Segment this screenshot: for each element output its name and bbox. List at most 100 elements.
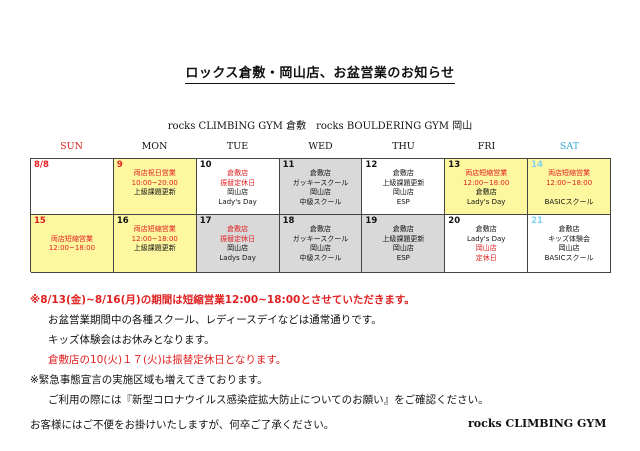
- notice-line-shortened-hours: ※8/13(金)~8/16(月)の期間は短縮営業12:00~18:00とさせてい…: [30, 294, 415, 306]
- calendar-event-line: 10:00~20:00: [131, 178, 178, 187]
- notice-line-schools: お盆営業期間中の各種スクール、レディースデイなどは通常通りです。: [48, 314, 382, 326]
- calendar-date-number: 19: [365, 216, 378, 226]
- calendar-event-line: 両店短縮営業: [133, 225, 176, 233]
- calendar-event-line: Ladys Day: [219, 253, 256, 262]
- calendar-date-number: 17: [199, 216, 212, 226]
- calendar-event-line: 倉敷店: [392, 169, 414, 177]
- calendar-event-line: 上級課題更新: [133, 244, 176, 252]
- weekday-sat: SAT: [559, 141, 580, 152]
- calendar-event-line: 中級スクール: [299, 197, 342, 206]
- notice-title: ロックス倉敷・岡山店、お盆営業のお知らせ: [0, 62, 640, 84]
- weekday-thu: THU: [392, 141, 415, 152]
- calendar-date-number: 21: [531, 216, 543, 226]
- calendar-event-line: 倉敷店: [392, 225, 414, 233]
- notice-line-kids: キッズ体験会はお休みとなります。: [48, 334, 215, 346]
- calendar-event-line: ガッキースクール: [292, 234, 349, 243]
- calendar-date-number: 13: [448, 160, 461, 170]
- calendar-event-line: 岡山店: [309, 244, 331, 252]
- calendar-event-line: 倉敷店: [475, 188, 497, 196]
- notice-line-covid: ご利用の際には『新型コロナウイルス感染症拡大防止についてのお願い』をご確認くださ…: [48, 394, 489, 406]
- calendar-event-line: 上級課題更新: [382, 234, 425, 243]
- calendar-event-line: BASICスクール: [544, 253, 594, 262]
- calendar-date-number: 15: [34, 216, 46, 226]
- calendar-event-line: 12:00~18:00: [48, 244, 96, 252]
- footer-apology: お客様にはご不便をお掛けいたしますが、何卒ご了承ください。: [30, 419, 335, 431]
- calendar-event-line: 倉敷店: [227, 225, 249, 233]
- calendar-event-line: 中級スクール: [299, 253, 342, 262]
- calendar-event-line: 倉敷店: [475, 225, 497, 233]
- calendar-event-line: 岡山店: [392, 188, 414, 196]
- calendar-day-events: 倉敷店ガッキースクール岡山店中級スクール: [280, 169, 362, 207]
- calendar-day-events: 倉敷店ガッキースクール岡山店中級スクール: [280, 225, 362, 263]
- calendar-event-line: Lady's Day: [467, 234, 506, 243]
- notice-title-text: ロックス倉敷・岡山店、お盆営業のお知らせ: [185, 66, 455, 84]
- notice-line-closed-days: 倉敷店の10(火)１７(火)は振替定休日となります。: [48, 354, 287, 366]
- calendar-date-number: 14: [531, 160, 543, 170]
- weekday-mon: MON: [141, 141, 168, 152]
- weekday-header-row: SUN MON TUE WED THU FRI SAT: [30, 138, 611, 156]
- calendar-event-line: 岡山店: [392, 244, 414, 252]
- calendar-event-line: 倉敷店: [309, 225, 331, 233]
- calendar-date-number: 8/8: [34, 160, 49, 170]
- calendar-event-line: 岡山店: [227, 188, 249, 196]
- calendar-date-number: 10: [199, 160, 212, 170]
- calendar-date-number: 16: [116, 216, 129, 226]
- calendar-event-line: 倉敷店: [558, 225, 580, 233]
- calendar-event-line: ESP: [396, 253, 410, 262]
- weekday-tue: TUE: [226, 141, 249, 152]
- calendar-event-line: 振替定休日: [220, 178, 256, 187]
- calendar-date-number: 11: [282, 160, 295, 170]
- calendar-event-line: BASICスクール: [544, 197, 594, 206]
- calendar-event-line: [528, 188, 610, 198]
- calendar-event-line: 12:00~18:00: [463, 178, 510, 187]
- calendar-event-line: 12:00~18:00: [545, 178, 593, 187]
- calendar-event-line: 上級課題更新: [133, 188, 176, 196]
- calendar-event-line: 上級課題更新: [382, 178, 425, 187]
- calendar-date-number: 9: [116, 160, 123, 170]
- calendar-day-cell: 8/8: [31, 159, 114, 215]
- calendar-event-line: キッズ体験会: [548, 234, 591, 243]
- calendar-event-line: 倉敷店: [227, 169, 249, 177]
- weekday-wed: WED: [308, 141, 333, 152]
- calendar-event-line: 岡山店: [309, 188, 331, 196]
- calendar-event-line: 両店短縮営業: [50, 234, 93, 243]
- weekday-sun: SUN: [60, 141, 83, 152]
- calendar-event-line: 岡山店: [475, 244, 497, 252]
- calendar-event-line: 定休日: [475, 253, 497, 262]
- gym-names: rocks CLIMBING GYM 倉敷 rocks BOULDERING G…: [167, 121, 473, 132]
- calendar-event-line: ESP: [396, 197, 410, 206]
- calendar-event-line: 両店祝日営業: [133, 169, 176, 177]
- brand-signature: rocks CLIMBING GYM: [468, 417, 607, 430]
- calendar-event-line: Lady's Day: [218, 197, 257, 206]
- calendar-date-number: 20: [448, 216, 461, 226]
- calendar-date-number: 12: [365, 160, 378, 170]
- calendar-event-line: ガッキースクール: [292, 178, 349, 187]
- calendar-event-line: Lady's Day: [467, 197, 506, 206]
- calendar-event-line: 両店短縮営業: [465, 169, 508, 177]
- calendar-event-line: 倉敷店: [309, 169, 331, 177]
- calendar-event-line: 岡山店: [227, 244, 249, 252]
